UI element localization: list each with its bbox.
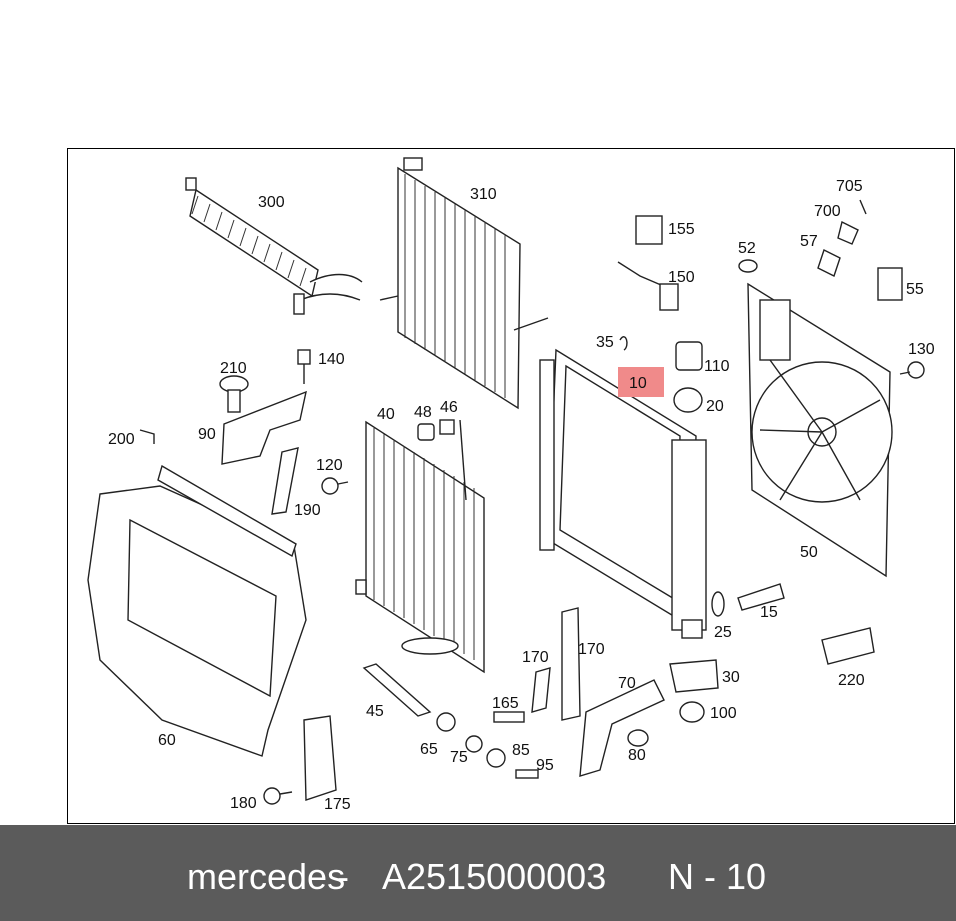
callout-10: 10 — [629, 375, 647, 392]
small-parts-upper-right — [617, 199, 925, 413]
callout-705: 705 — [836, 178, 863, 195]
part-50-fan-shroud — [747, 282, 893, 578]
callout-30: 30 — [722, 669, 740, 686]
caption-bar — [0, 825, 956, 921]
small-parts-lower — [263, 419, 581, 805]
callout-300: 300 — [258, 194, 285, 211]
callout-90: 90 — [198, 426, 216, 443]
callout-80: 80 — [628, 747, 646, 764]
part-310-condenser — [379, 157, 549, 410]
callout-85: 85 — [512, 742, 530, 759]
callout-46: 46 — [440, 399, 458, 416]
part-300-oil-cooler — [185, 177, 363, 315]
part-40-condenser — [355, 420, 485, 674]
callout-210: 210 — [220, 360, 247, 377]
caption-separator: - — [337, 856, 349, 897]
callout-45: 45 — [366, 703, 384, 720]
callout-55: 55 — [906, 281, 924, 298]
callout-180: 180 — [230, 795, 257, 812]
callout-170-a: 170 — [522, 649, 549, 666]
callout-70: 70 — [618, 675, 636, 692]
callout-700: 700 — [814, 203, 841, 220]
callout-50: 50 — [800, 544, 818, 561]
callout-175: 175 — [324, 796, 351, 813]
callout-75: 75 — [450, 749, 468, 766]
small-parts-lower-right — [579, 583, 875, 777]
part-60-air-duct — [87, 464, 307, 757]
callout-35: 35 — [596, 334, 614, 351]
callout-130: 130 — [908, 341, 935, 358]
callout-48: 48 — [414, 404, 432, 421]
callout-165: 165 — [492, 695, 519, 712]
callout-65: 65 — [420, 741, 438, 758]
callout-220: 220 — [838, 672, 865, 689]
callout-155: 155 — [668, 221, 695, 238]
callout-110: 110 — [704, 358, 730, 375]
callout-170-b: 170 — [578, 641, 605, 658]
callout-120: 120 — [316, 457, 343, 474]
callout-95: 95 — [536, 757, 554, 774]
callout-100: 100 — [710, 705, 737, 722]
callout-20: 20 — [706, 398, 724, 415]
callout-200: 200 — [108, 431, 135, 448]
callout-25: 25 — [714, 624, 732, 641]
small-parts-upper-left — [139, 349, 349, 515]
callout-10-highlight — [618, 367, 664, 397]
callout-15: 15 — [760, 604, 778, 621]
caption-brand: mercedes — [187, 856, 346, 897]
callout-140: 140 — [318, 351, 345, 368]
callout-52: 52 — [738, 240, 756, 257]
callout-40: 40 — [377, 406, 395, 423]
callout-57: 57 — [800, 233, 818, 250]
callout-310: 310 — [470, 186, 497, 203]
callout-60: 60 — [158, 732, 176, 749]
part-10-radiator — [539, 348, 707, 639]
callout-190: 190 — [294, 502, 321, 519]
caption-part-number: A2515000003 — [382, 856, 607, 897]
callout-labels: 300 310 705 700 155 57 52 150 55 35 130 … — [108, 178, 935, 813]
caption-reference: N - 10 — [668, 856, 767, 897]
callout-150: 150 — [668, 269, 695, 286]
